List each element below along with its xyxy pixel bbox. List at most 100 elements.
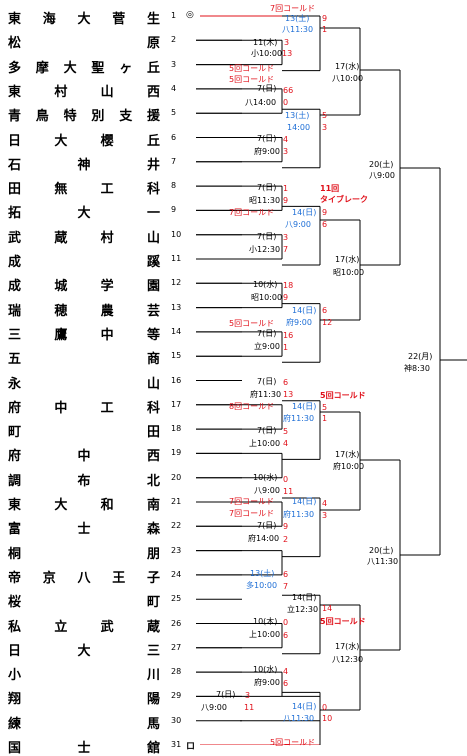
- seed-number: 3: [171, 59, 177, 69]
- team-name-char: 大: [54, 133, 68, 149]
- team-26: 私立武蔵: [8, 616, 168, 635]
- seed-number: 21: [171, 497, 182, 506]
- match-info-text: 5回コールド: [320, 617, 366, 626]
- team-name-char: 京: [42, 570, 56, 586]
- match-info-text: 14(日): [292, 702, 317, 711]
- team-name-char: 生: [147, 12, 161, 27]
- match-info-text: 14(日): [292, 208, 317, 217]
- match-info-text: 府11:30: [250, 390, 282, 399]
- seed-number: 12: [171, 278, 182, 288]
- team-12: 成城学園: [8, 275, 168, 295]
- match-info-text: 22(月): [408, 352, 433, 361]
- seed-number: 10: [171, 229, 182, 239]
- match-info-text: 11回: [320, 184, 340, 193]
- match-info-text: タイブレーク: [320, 195, 368, 204]
- match-info-text: 1: [322, 414, 328, 423]
- team-name-char: 園: [147, 279, 161, 295]
- match-info-text: 7(日): [257, 232, 277, 241]
- match-info-text: 13(土): [285, 14, 310, 23]
- team-16: 永山: [8, 373, 168, 392]
- team-8: 田無工科: [8, 178, 168, 198]
- team-name-char: ヶ: [119, 60, 133, 76]
- match-info-text: 0: [322, 703, 328, 712]
- team-name-char: 中: [100, 327, 114, 343]
- team-name-char: 石: [8, 157, 22, 173]
- match-info-text: 0: [283, 618, 289, 627]
- team-30: 練馬: [8, 713, 168, 732]
- match-info-text: 5: [283, 427, 289, 436]
- team-name-char: 南: [147, 498, 161, 513]
- team-name-char: 富: [8, 522, 22, 538]
- team-24: 帝京八王子: [8, 567, 168, 586]
- team-name-char: 私: [8, 619, 22, 635]
- team-name-char: 東: [8, 84, 22, 100]
- match-info-text: 13: [282, 49, 293, 58]
- match-info-text: 多10:00: [246, 581, 278, 590]
- team-name-char: 東: [8, 12, 22, 27]
- seed-number: 30: [171, 715, 182, 725]
- match-info-text: 10(木): [253, 617, 278, 626]
- match-info-text: 3: [283, 233, 289, 242]
- match-info-text: 6: [322, 306, 328, 315]
- team-name-char: 日: [8, 133, 22, 149]
- team-name-char: 町: [8, 425, 22, 441]
- match-info-text: 11(木): [253, 38, 278, 47]
- team-name-char: 大: [63, 60, 77, 76]
- team-name-char: 別: [91, 109, 105, 125]
- match-info-text: 小10:00: [251, 49, 283, 58]
- team-name-char: 城: [54, 279, 68, 295]
- match-info-text: 66: [283, 86, 294, 95]
- team-name-char: 五: [8, 352, 22, 368]
- match-info-text: 3: [283, 147, 289, 156]
- match-info-text: 14(日): [292, 497, 317, 506]
- team-name-char: 科: [147, 400, 161, 416]
- match-info-text: 0: [283, 98, 289, 107]
- match-info-text: 5回コールド: [270, 738, 316, 747]
- team-name-char: 多: [8, 60, 22, 76]
- team-name-char: 東: [8, 498, 22, 513]
- team-21: 東大和南: [8, 494, 168, 513]
- match-info-text: 11: [244, 703, 255, 712]
- seed-number: 1: [171, 11, 177, 20]
- seed-number: 17: [171, 399, 182, 409]
- team-name-char: 海: [42, 12, 56, 27]
- team-6: 日大櫻丘: [8, 130, 168, 149]
- team-4: 東村山西: [8, 81, 168, 100]
- match-info-text: 上10:00: [249, 630, 281, 639]
- seed-number: 13: [171, 302, 182, 312]
- seed-mark: ◎: [186, 10, 194, 20]
- team-name-char: 鷹: [54, 327, 68, 343]
- seed-number: 28: [171, 667, 182, 677]
- seed-number: 29: [171, 691, 182, 701]
- team-name-char: 摩: [35, 60, 49, 76]
- team-7: 石神井: [8, 154, 168, 173]
- team-name-char: 櫻: [100, 133, 114, 149]
- team-name-char: 田: [8, 182, 22, 198]
- match-info-text: 八10:00: [332, 74, 364, 83]
- team-name-char: 永: [8, 376, 22, 392]
- match-info-text: 17(水): [335, 62, 360, 71]
- team-name-char: 山: [100, 84, 114, 100]
- match-info-text: 9: [283, 196, 289, 205]
- team-name-char: 森: [147, 522, 161, 538]
- match-info-text: 7(日): [257, 134, 277, 143]
- match-info-text: 17(水): [335, 642, 360, 651]
- team-name-char: 芸: [147, 303, 161, 319]
- seed-number: 7: [171, 156, 177, 166]
- team-3: 多摩大聖ヶ丘: [8, 57, 168, 76]
- seed-number: 18: [171, 424, 182, 434]
- match-info-text: 13: [283, 390, 294, 399]
- team-15: 五商: [8, 348, 168, 368]
- team-name-char: 援: [147, 109, 161, 125]
- team-name-char: 八: [77, 570, 91, 586]
- match-info-text: 7回コールド: [229, 208, 275, 217]
- seed-number: 24: [171, 569, 182, 579]
- match-info-text: 昭10:00: [333, 268, 365, 277]
- match-info-text: 5回コールド: [320, 391, 366, 400]
- team-name-char: 練: [8, 716, 22, 732]
- match-info-text: 7(日): [257, 183, 277, 192]
- team-name-char: 青: [8, 109, 22, 125]
- match-info-text: 3: [322, 511, 328, 520]
- team-name-char: 丘: [147, 133, 161, 149]
- team-name-char: 蔵: [147, 619, 161, 635]
